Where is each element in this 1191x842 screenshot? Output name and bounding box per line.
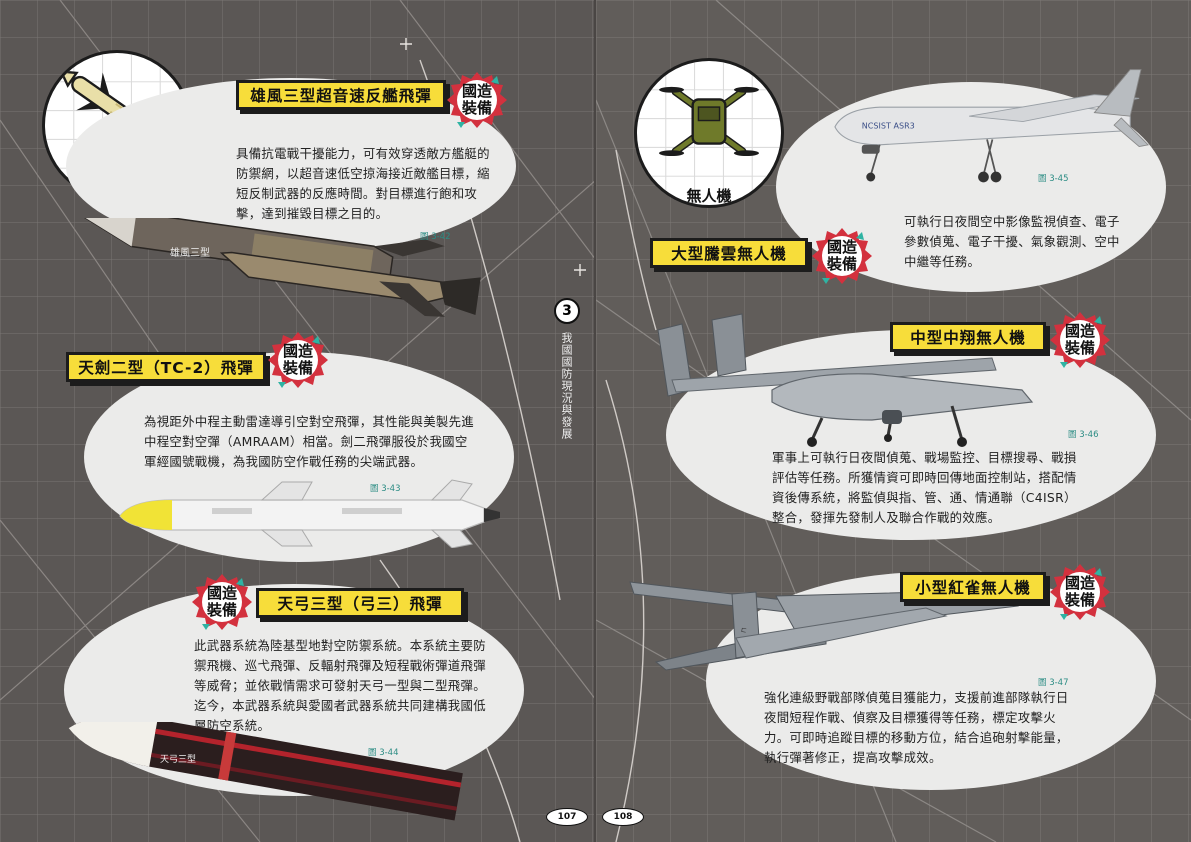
svg-text:⊓: ⊓	[740, 627, 749, 634]
item-title-tk3: 天弓三型（弓三）飛彈	[256, 588, 464, 618]
tengyun-drone-image: NCSIST ASR3	[834, 69, 1150, 183]
badge-line1: 國造	[461, 82, 492, 100]
item-body-tengyun: 可執行日夜間空中影像監視偵查、電子參數偵蒐、電子干擾、氣象觀測、空中中繼等任務。	[904, 214, 1120, 269]
tengyun-marking: NCSIST ASR3	[862, 122, 915, 131]
badge-line1: 國造	[826, 238, 857, 256]
badge-line1: 國造	[1064, 322, 1095, 340]
domestic-badge: 國造裝備	[192, 572, 252, 632]
item-body-tc2: 為視距外中程主動雷達導引空對空飛彈，其性能與美製先進中程空對空彈（AMRAAM）…	[144, 414, 474, 469]
badge-line2: 裝備	[826, 255, 857, 273]
item-body-hongque: 強化連級野戰部隊偵蒐目獲能力，支援前進部隊執行日夜間短程作戰、偵察及目標獲得等任…	[764, 690, 1069, 765]
figure-label-zhongxiang: 圖 3-46	[1068, 430, 1099, 440]
category-drone-circle: 無人機	[634, 58, 784, 208]
domestic-badge: 國造裝備	[1050, 562, 1110, 622]
tc2-missile-image	[119, 479, 500, 548]
zhongxiang-drone-image	[657, 313, 1034, 447]
figure-label-tk3: 圖 3-44	[368, 748, 399, 758]
domestic-badge: 國造裝備	[1050, 310, 1110, 370]
figure-label-tengyun: 圖 3-45	[1038, 174, 1069, 184]
chapter-number: 3	[554, 298, 580, 324]
hf3-missile-image: 雄風三型	[82, 218, 481, 317]
item-body-hf3: 具備抗電戰干擾能力，可有效穿透敵方艦艇的防禦網，以超音速低空掠海接近敵艦目標，縮…	[236, 146, 490, 221]
badge-line1: 國造	[282, 342, 313, 360]
chapter-title-vertical: 我國國防現況與發展	[560, 332, 573, 440]
page-number-left: 107	[546, 808, 588, 826]
badge-line1: 國造	[1064, 574, 1095, 592]
item-title-tc2: 天劍二型（TC-2）飛彈	[66, 352, 266, 382]
figure-label-hf3: 圖 3-42	[420, 232, 451, 242]
domestic-badge: 國造裝備	[447, 70, 507, 130]
figure-label-tc2: 圖 3-43	[370, 484, 401, 494]
item-body-tk3: 此武器系統為陸基型地對空防禦系統。本系統主要防禦飛機、巡弋飛彈、反輻射飛彈及短程…	[194, 638, 486, 733]
hf3-marking: 雄風三型	[170, 246, 210, 259]
item-title-zhongxiang: 中型中翔無人機	[890, 322, 1046, 352]
tk3-marking: 天弓三型	[160, 754, 196, 765]
page-number-right: 108	[602, 808, 644, 826]
badge-line2: 裝備	[282, 359, 313, 377]
tk3-missile-image: 天弓三型	[68, 722, 463, 821]
drone-icon	[659, 86, 759, 157]
badge-line1: 國造	[206, 584, 237, 602]
item-body-zhongxiang: 軍事上可執行日夜間偵蒐、戰場監控、目標搜尋、戰損評估等任務。所獲情資可即時回傳地…	[772, 450, 1077, 525]
badge-line2: 裝備	[1064, 339, 1095, 357]
figure-label-hongque: 圖 3-47	[1038, 678, 1069, 688]
badge-line2: 裝備	[461, 99, 492, 117]
badge-line2: 裝備	[206, 601, 237, 619]
category-label: 無人機	[686, 187, 732, 205]
right-page: 無人機 NCSIST ASR3 圖 3-45 可執行日夜間空中影像監視偵查、電子…	[596, 0, 1191, 842]
item-title-hongque: 小型紅雀無人機	[900, 572, 1046, 602]
badge-line2: 裝備	[1064, 591, 1095, 609]
domestic-badge: 國造裝備	[268, 330, 328, 390]
domestic-badge: 國造裝備	[812, 226, 872, 286]
item-title-tengyun: 大型騰雲無人機	[650, 238, 808, 268]
item-title-hf3: 雄風三型超音速反艦飛彈	[236, 80, 446, 110]
book-spine	[594, 0, 597, 842]
